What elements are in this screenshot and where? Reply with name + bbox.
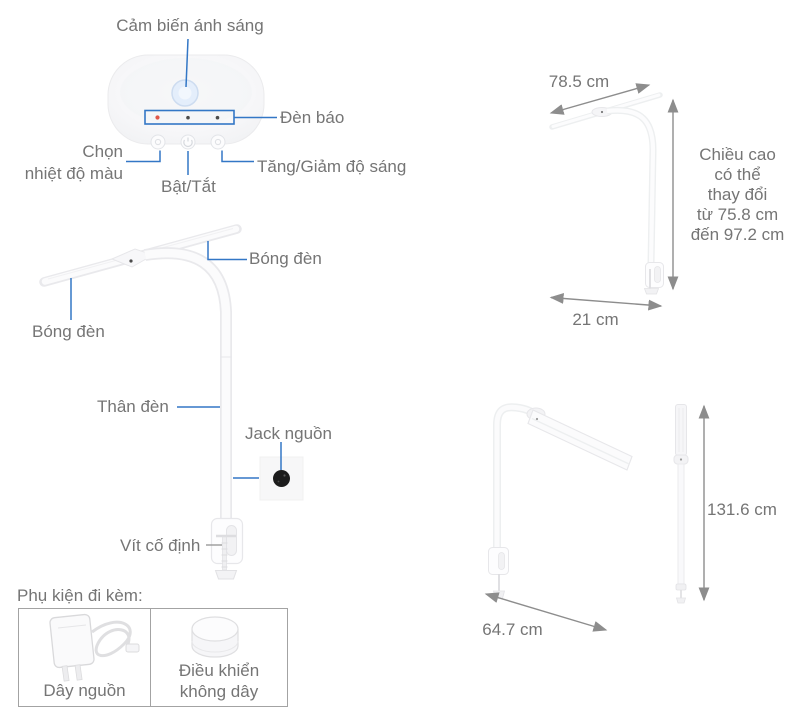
head-callout-lines xyxy=(126,38,277,175)
control-buttons xyxy=(150,134,226,150)
brightness-button-icon xyxy=(210,134,226,150)
dimension-base-depth: 21 cm xyxy=(572,310,619,329)
color-temp-button-icon xyxy=(150,134,166,150)
label-brightness: Tăng/Giảm độ sáng xyxy=(257,157,407,176)
lamp-annotated-drawing xyxy=(39,224,304,580)
indicator-dot-red xyxy=(155,115,160,120)
label-power-jack: Jack nguồn xyxy=(245,424,332,443)
head-top-view-drawing xyxy=(107,38,277,175)
dimension-bar-width: 78.5 cm xyxy=(548,72,610,91)
label-lamp-body: Thân đèn xyxy=(97,397,169,416)
wireless-remote-icon xyxy=(191,616,239,658)
dimension-reach: 64.7 cm xyxy=(482,620,543,639)
accessories-box xyxy=(18,608,288,707)
power-adapter-icon xyxy=(49,613,140,682)
indicator-dot xyxy=(186,115,190,120)
label-indicator-light: Đèn báo xyxy=(280,108,345,127)
label-light-sensor: Cảm biến ánh sáng xyxy=(116,16,264,35)
reach-dimension-arrow xyxy=(484,592,608,632)
lamp-callout-lines xyxy=(70,241,282,479)
dimension-arrows-front xyxy=(549,83,679,311)
dimension-height-note: Chiều cao có thể thay đổi từ 75.8 cm đến… xyxy=(690,145,785,244)
dimension-figure-front xyxy=(549,83,679,311)
label-fixing-screw: Vít cố định xyxy=(120,536,201,555)
light-sensor-icon xyxy=(171,79,199,107)
label-power-toggle: Bật/Tắt xyxy=(161,177,216,196)
label-bulb-left: Bóng đèn xyxy=(32,322,105,341)
label-bulb-right: Bóng đèn xyxy=(249,249,322,268)
accessories-heading: Phụ kiện đi kèm: xyxy=(17,586,143,605)
power-jack-icon xyxy=(273,470,290,487)
dimension-figure-side xyxy=(484,403,633,632)
accessory-label-wireless-remote: Điều khiển không dây xyxy=(178,661,260,701)
clamp-drawing xyxy=(210,517,244,580)
indicator-strip xyxy=(144,109,235,125)
dimension-figure-folded xyxy=(673,404,710,604)
dimension-full-length: 131.6 cm xyxy=(707,500,777,519)
indicator-dot xyxy=(215,115,220,120)
accessory-label-power-cord: Dây nguồn xyxy=(43,681,126,700)
label-color-temp: Chọn nhiệt độ màu xyxy=(24,142,123,183)
